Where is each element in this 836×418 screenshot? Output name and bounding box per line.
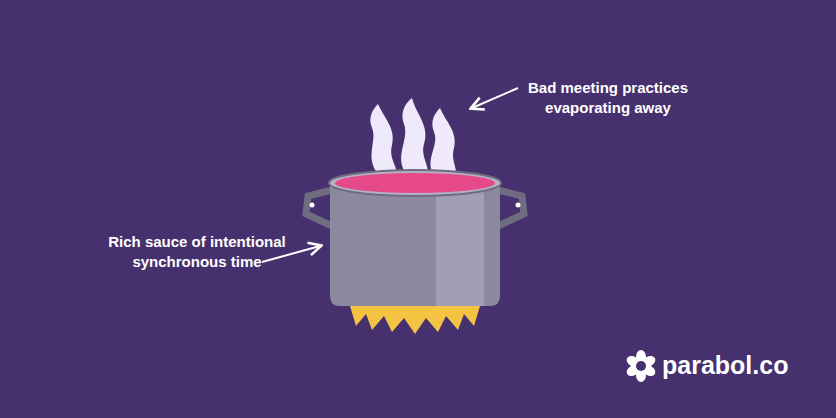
leader-line	[472, 88, 518, 108]
logo-text: parabol.co	[662, 350, 812, 380]
callout-label: Rich sauce of intentional synchronous ti…	[72, 232, 322, 272]
pot-body	[330, 183, 500, 306]
callout-label: Bad meeting practices evaporating away	[508, 78, 708, 118]
burner-flame	[350, 306, 480, 334]
logo-icon	[625, 350, 658, 382]
sauce	[335, 173, 495, 193]
pot-shine	[436, 190, 484, 306]
steam	[370, 98, 456, 178]
